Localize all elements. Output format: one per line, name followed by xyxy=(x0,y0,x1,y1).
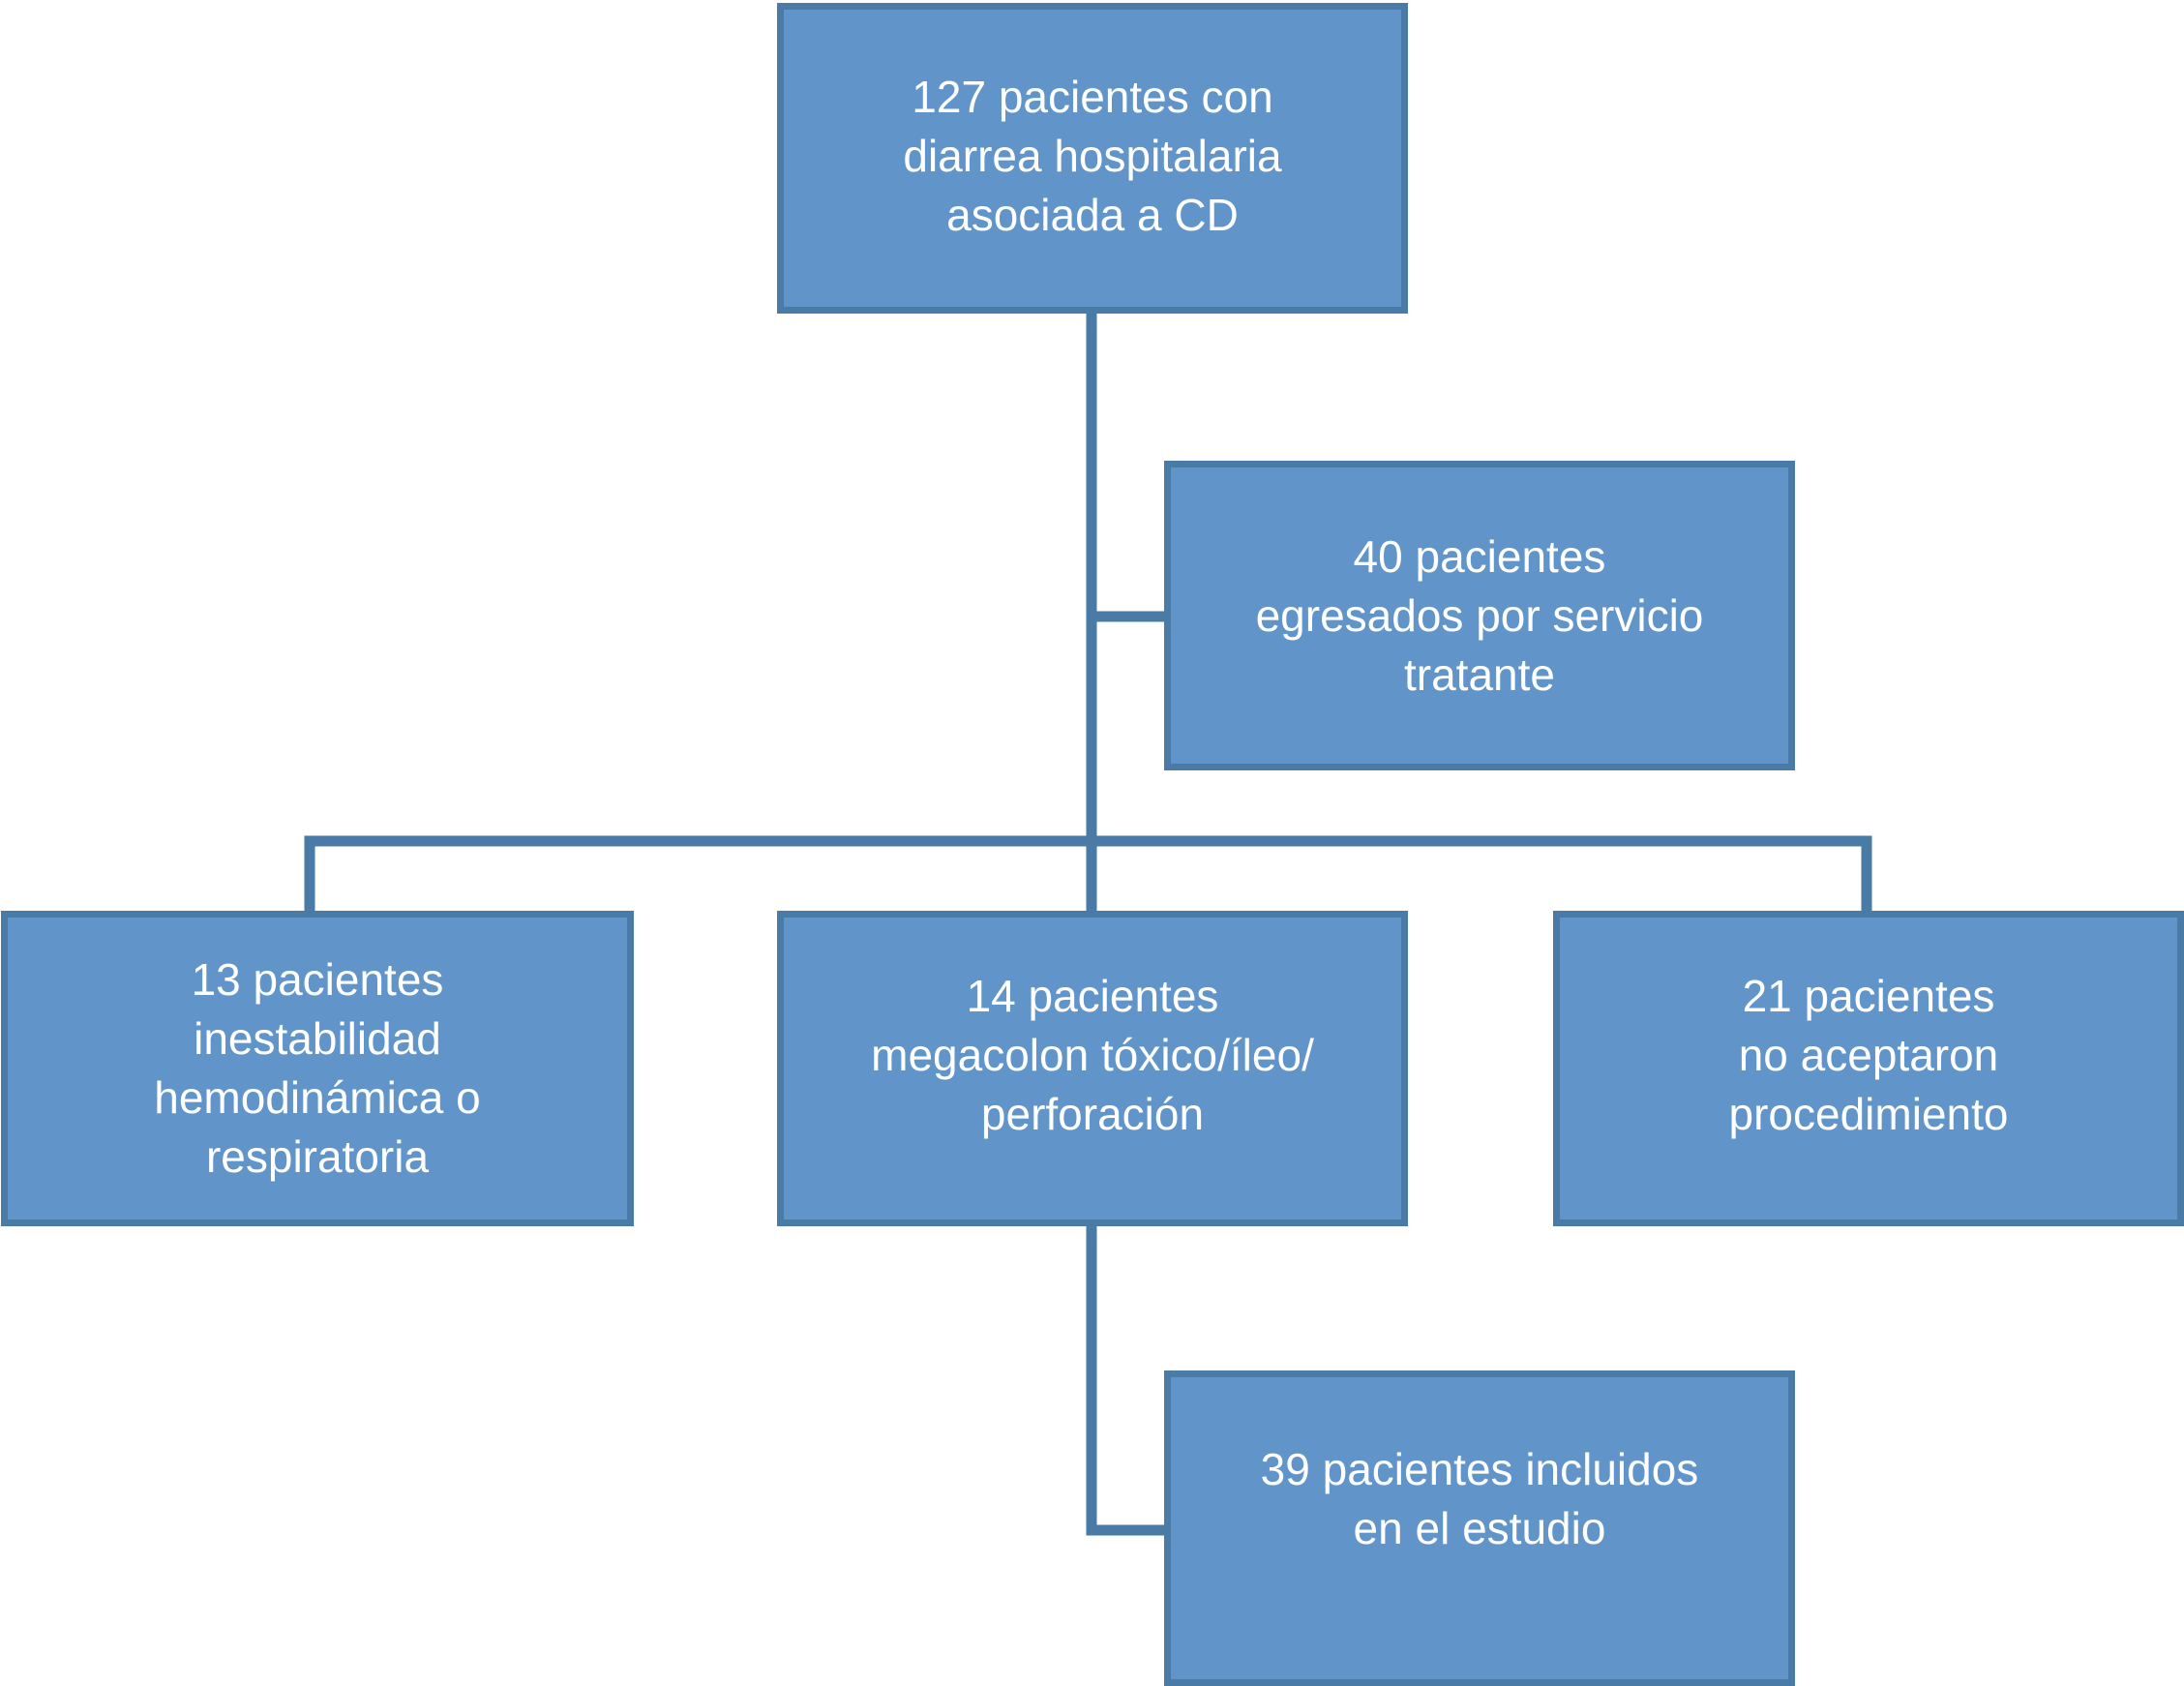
box-total-text: 127 pacientes con diarrea hospitalaria a… xyxy=(903,72,1282,240)
box-incluidos-text: 39 pacientes incluidos en el estudio xyxy=(1260,1444,1699,1553)
box-inestabilidad-text: 13 pacientes inestabilidad hemodinámica … xyxy=(154,954,481,1182)
box-megacolon-text: 14 pacientes megacolon tóxico/íleo/ perf… xyxy=(871,970,1314,1139)
box-included-patients: 39 pacientes incluidos en el estudio xyxy=(1164,1370,1795,1686)
connector-included xyxy=(1086,1220,1170,1536)
box-egresados-text: 40 pacientes egresados por servicio trat… xyxy=(1255,530,1704,700)
box-megacolon-patients: 14 pacientes megacolon tóxico/íleo/ perf… xyxy=(777,911,1408,1226)
box-discharged-patients: 40 pacientes egresados por servicio trat… xyxy=(1164,461,1795,770)
box-instability-patients: 13 pacientes inestabilidad hemodinámica … xyxy=(1,911,634,1226)
box-total-patients: 127 pacientes con diarrea hospitalaria a… xyxy=(777,3,1408,314)
box-declined-patients: 21 pacientes no aceptaron procedimiento xyxy=(1553,911,2184,1226)
box-no-aceptaron-text: 21 pacientes no aceptaron procedimiento xyxy=(1728,970,2009,1139)
